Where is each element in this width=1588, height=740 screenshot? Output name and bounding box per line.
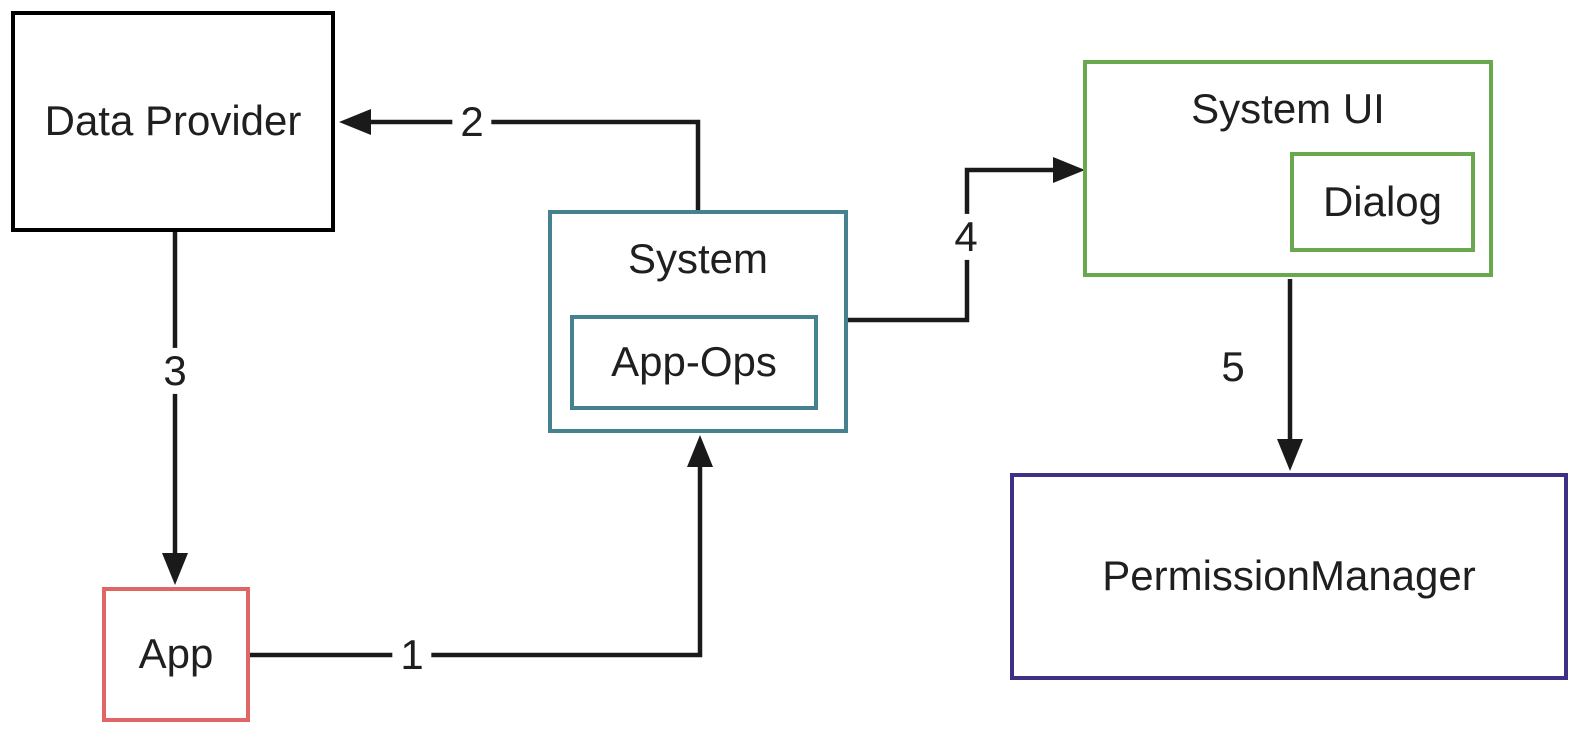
system-ui-box: System UI Dialog	[1083, 60, 1493, 277]
app-box: App	[102, 587, 250, 722]
arrow-3-label: 3	[155, 347, 195, 395]
arrow-4-label: 4	[946, 213, 986, 261]
arrow-1-label: 1	[392, 631, 432, 679]
app-label: App	[138, 630, 214, 678]
permission-manager-box: PermissionManager	[1010, 473, 1568, 680]
arrow-3	[162, 232, 188, 585]
arrow-2-head-icon	[339, 109, 371, 135]
arrow-2-label: 2	[452, 98, 492, 146]
system-box: System App-Ops	[548, 210, 848, 433]
arrow-1-head-icon	[687, 435, 713, 467]
permission-manager-label: PermissionManager	[1102, 552, 1476, 600]
app-ops-box: App-Ops	[570, 315, 818, 410]
arrow-4-head-icon	[1053, 157, 1085, 183]
dialog-label: Dialog	[1322, 177, 1443, 225]
app-ops-label: App-Ops	[611, 338, 777, 386]
arrow-5-head-icon	[1277, 439, 1303, 471]
arrow-5-label: 5	[1221, 342, 1245, 391]
system-ui-label: System UI	[1191, 85, 1385, 132]
data-provider-label: Data Provider	[44, 97, 302, 145]
system-label: System	[627, 235, 769, 282]
arrow-1	[250, 435, 713, 658]
dialog-box: Dialog	[1290, 152, 1475, 252]
arrow-3-head-icon	[162, 553, 188, 585]
data-provider-box: Data Provider	[11, 11, 335, 232]
arrow-5	[1277, 279, 1303, 471]
arrow-2	[339, 109, 701, 210]
